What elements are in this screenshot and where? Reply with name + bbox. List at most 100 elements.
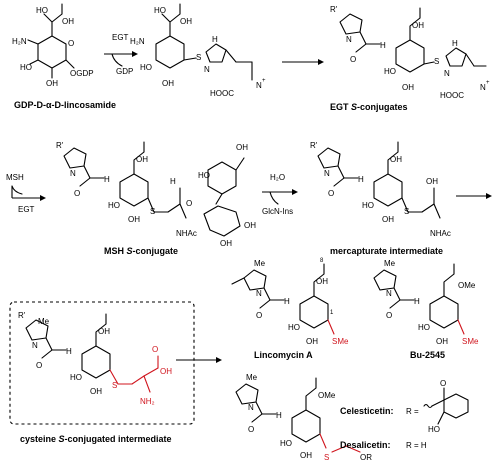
nplus-label-c: N — [480, 83, 486, 92]
reaction-arrow-1: EGT GDP — [104, 33, 138, 76]
oh-label-f: OH — [98, 327, 110, 336]
cysteine-intermediate-structure: R' Me N O H OH HO OH S NH₂ O OH — [18, 311, 172, 406]
h2n-label: H₂N — [12, 37, 27, 46]
oh-label-h: OH — [436, 337, 448, 346]
celesticetin-structure: Me N O H OMe HO OH S OR — [235, 373, 372, 462]
o-label-g: O — [256, 311, 262, 320]
h2n-label-b: H₂N — [130, 37, 145, 46]
rprime-label-d: R' — [56, 141, 64, 150]
reagent-egt-2: EGT — [18, 205, 35, 214]
nh2-label-f: NH₂ — [140, 397, 155, 406]
egt-s-conjugate-structure: R' N O H OH HO OH S H N HOOC N + — [330, 5, 490, 100]
ome-label-i: OMe — [318, 391, 336, 400]
n-label-b: N — [204, 65, 210, 74]
ring-o-label: O — [68, 39, 74, 48]
rprime-label-e: R' — [310, 141, 318, 150]
ho-label-g: HO — [288, 323, 300, 332]
hn-label-e: H — [358, 175, 364, 184]
oh-label-f3: OH — [160, 367, 172, 376]
me-label-f: Me — [38, 317, 50, 326]
cysteine-intermediate-box — [9, 301, 195, 425]
o-label-h: O — [386, 311, 392, 320]
nplus-label-b: N — [256, 81, 262, 90]
hn-label-f: H — [66, 347, 72, 356]
n-label-f: N — [32, 341, 38, 350]
cooh-label-c: HOOC — [440, 91, 464, 100]
oh-label-d3: OH — [236, 143, 248, 152]
o-label-f: O — [36, 361, 42, 370]
msh-conjugate-title: MSH S-conjugate — [104, 246, 178, 256]
rprime-label-c: R' — [330, 5, 338, 14]
o-label-e: O — [328, 189, 334, 198]
rprime-label-f: R' — [18, 311, 26, 320]
ho-label-c: HO — [384, 67, 396, 76]
ho-label-b2: HO — [140, 63, 152, 72]
celesticetin-r-label: R = — [406, 407, 419, 416]
bu2545-title: Bu-2545 — [410, 350, 445, 360]
s-label-d: S — [150, 207, 155, 216]
or-label-i: OR — [360, 453, 372, 462]
reagent-gdp: GDP — [116, 67, 133, 76]
oh-label-f2: OH — [90, 387, 102, 396]
msh-s-conjugate-structure: R' N O H OH HO OH S H NHAc OH HO OH OH O — [56, 141, 256, 248]
reagent-egt: EGT — [112, 33, 129, 42]
reagent-glcn-ins: GlcN-Ins — [262, 207, 293, 216]
o-label-d: O — [74, 189, 80, 198]
celesticetin-label: Celesticetin: — [340, 406, 394, 416]
n-label-e: N — [324, 169, 330, 178]
s-label-e: S — [404, 207, 409, 216]
phenol-ho-label: HO — [428, 425, 440, 434]
reaction-arrow-5 — [456, 193, 492, 199]
oh-label-c2: OH — [402, 83, 414, 92]
mercapturate-title: mercapturate intermediate — [330, 246, 443, 256]
oh-label-d: OH — [136, 155, 148, 164]
reaction-arrow-2 — [282, 59, 324, 65]
bu-2545-structure: Me N O H OMe HO OH SMe — [373, 259, 479, 346]
ho-label-h: HO — [418, 323, 430, 332]
reaction-arrow-6 — [176, 357, 222, 363]
oh-label-g: OH — [316, 277, 328, 286]
gdp-lincosamide-title: GDP-D-α-D-lincosamide — [14, 100, 116, 110]
oh-label-d4: OH — [244, 221, 256, 230]
o-label-f2: O — [152, 345, 158, 354]
c8-label-g: 8 — [320, 258, 324, 264]
oh-label-b2: OH — [162, 79, 174, 88]
ogdp-label: OGDP — [70, 69, 94, 78]
ho-label-f: HO — [70, 373, 82, 382]
me-label-i: Me — [246, 373, 258, 382]
n-label-c: N — [346, 35, 352, 44]
gdp-lincosamide-structure: H₂N HO OH HO OH O OGDP — [12, 3, 94, 88]
ho-label-d2: HO — [198, 171, 210, 180]
oh-label-e3: OH — [426, 177, 438, 186]
hn-label-c: H — [380, 41, 386, 50]
hn-label-i: H — [276, 411, 282, 420]
oh-label-d2: OH — [128, 215, 140, 224]
reagent-h2o: H₂O — [270, 173, 285, 182]
n-label-h: N — [386, 289, 392, 298]
ho-label-i: HO — [280, 439, 292, 448]
me-label-h: Me — [384, 259, 396, 268]
carbonyl-o-label: O — [440, 379, 446, 388]
reaction-arrow-3: MSH EGT — [6, 173, 46, 214]
oh-label-d5: OH — [220, 239, 232, 248]
o-label-d2: O — [186, 199, 192, 208]
ome-label-h: OMe — [458, 281, 476, 290]
reagent-msh: MSH — [6, 173, 24, 182]
n-label-d: N — [70, 169, 76, 178]
ho-label-d: HO — [108, 201, 120, 210]
o-label-c: O — [350, 55, 356, 64]
n-label-c2: N — [444, 69, 450, 78]
plus-label-c: + — [486, 80, 490, 86]
ho-label-2: HO — [20, 63, 32, 72]
hn-label-g: H — [284, 297, 290, 306]
lincomycin-title: Lincomycin A — [254, 350, 313, 360]
egt-conjugates-title: EGT S-conjugates — [330, 102, 408, 112]
cysteine-intermediate-title: cysteine S-conjugated intermediate — [20, 434, 172, 444]
ho-label-e: HO — [362, 201, 374, 210]
h-label-d: H — [170, 177, 176, 186]
nhac-label-d: NHAc — [176, 229, 197, 238]
hn-label-d: H — [104, 175, 110, 184]
sme-label-h: SMe — [462, 337, 479, 346]
c1-label-g: 1 — [330, 310, 334, 316]
